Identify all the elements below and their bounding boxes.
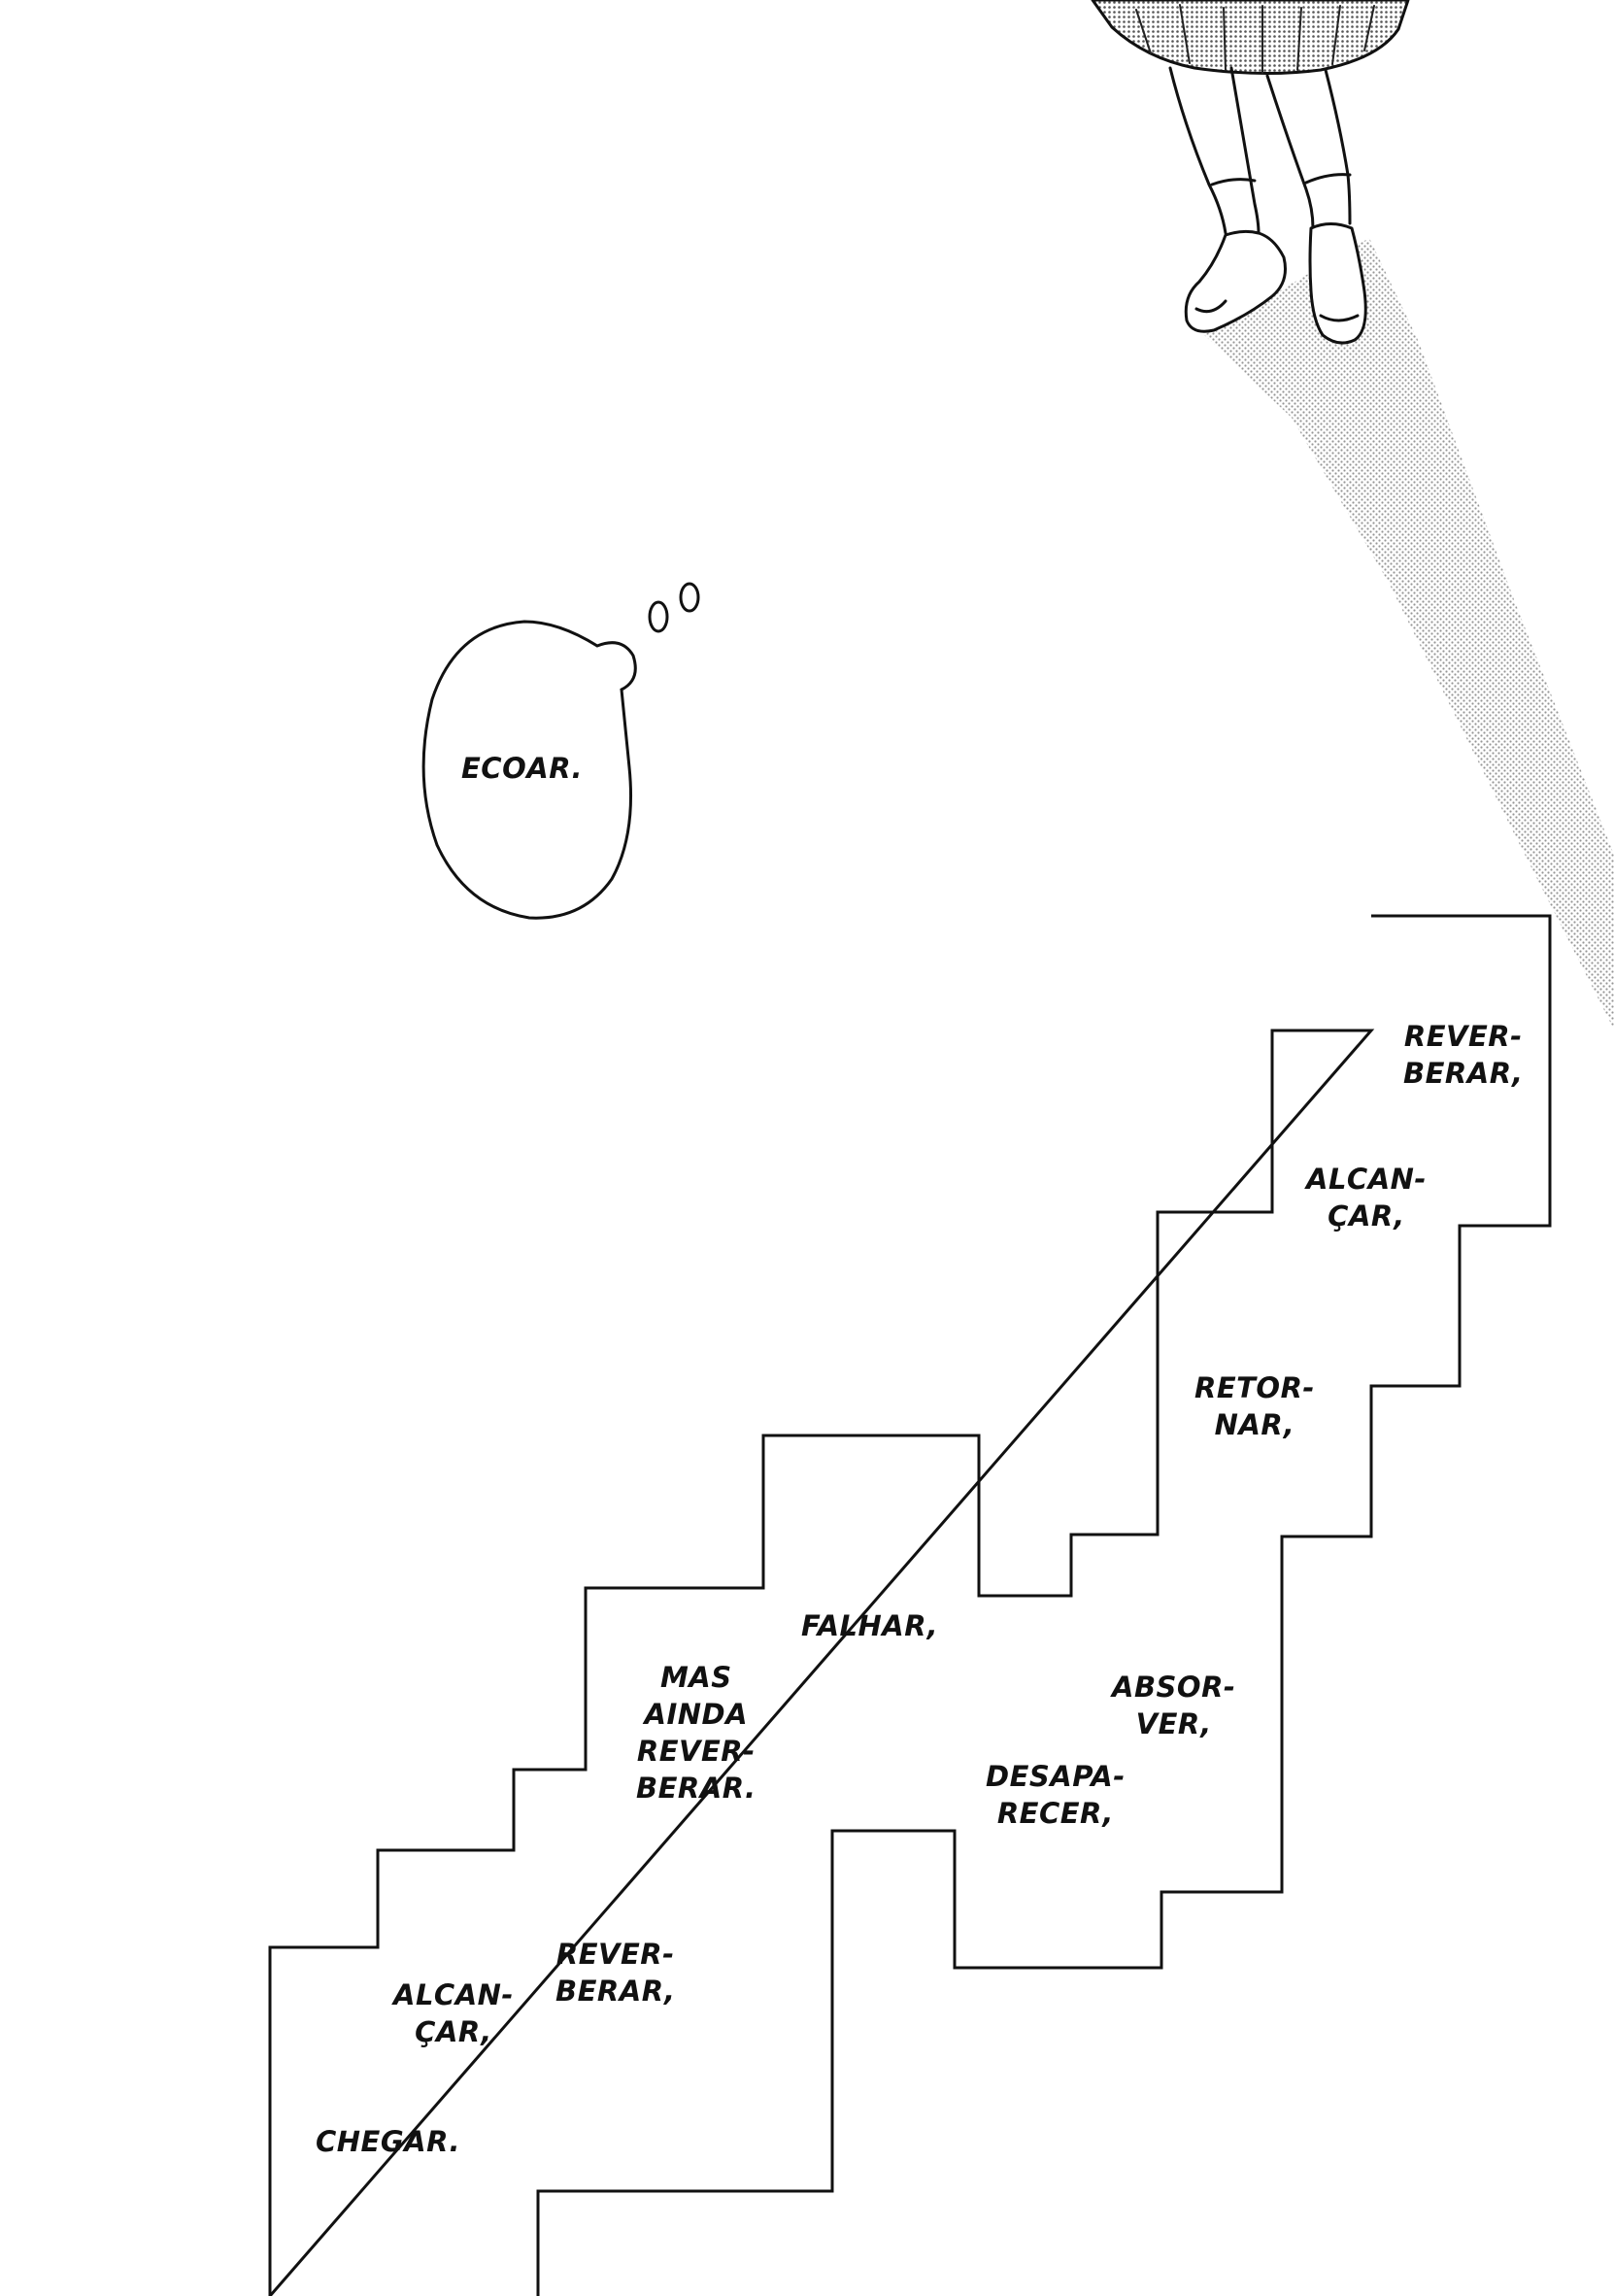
word-mas-ainda-reverberar: MAS AINDA REVER- BERAR. xyxy=(636,1659,757,1806)
word-line: BERAR, xyxy=(555,1975,676,2008)
word-reverberar-top: REVER- BERAR, xyxy=(1403,1018,1524,1092)
word-alcancar-top: ALCAN- ÇAR, xyxy=(1306,1161,1427,1234)
word-line: REVER- xyxy=(1403,1020,1523,1053)
word-reverberar-bottom: REVER- BERAR, xyxy=(555,1936,676,2009)
word-line: RETOR- xyxy=(1194,1371,1315,1404)
word-line: CHEGAR. xyxy=(316,2125,460,2158)
word-line: AINDA xyxy=(644,1698,749,1731)
word-falhar: FALHAR, xyxy=(801,1607,938,1644)
word-chegar: CHEGAR. xyxy=(316,2123,460,2160)
thought-bubble xyxy=(421,582,700,920)
cast-shadow xyxy=(1204,238,1614,1030)
word-line: BERAR, xyxy=(1403,1057,1524,1090)
word-line: FALHAR, xyxy=(801,1609,939,1642)
staircase-outline xyxy=(268,914,1552,2296)
schoolgirl-figure xyxy=(1091,0,1410,345)
word-line: RECER, xyxy=(996,1797,1114,1830)
word-alcancar-bottom: ALCAN- ÇAR, xyxy=(393,1976,514,2050)
word-line: NAR, xyxy=(1214,1408,1295,1441)
word-line: ÇAR, xyxy=(1328,1199,1405,1232)
word-desaparecer: DESAPA- RECER, xyxy=(986,1758,1126,1832)
word-line: REVER- xyxy=(636,1735,756,1768)
thought-text: ECOAR. xyxy=(461,752,584,785)
word-line: MAS xyxy=(659,1661,732,1694)
word-line: DESAPA- xyxy=(986,1760,1126,1793)
thought-dot-smaller xyxy=(679,582,700,613)
word-absorver: ABSOR- VER, xyxy=(1112,1669,1235,1742)
word-line: ÇAR, xyxy=(415,2015,492,2048)
word-line: BERAR. xyxy=(636,1772,757,1805)
word-line: REVER- xyxy=(555,1938,675,1971)
word-line: ALCAN- xyxy=(1306,1163,1427,1196)
word-line: VER, xyxy=(1135,1707,1212,1740)
word-line: ALCAN- xyxy=(393,1978,514,2011)
thought-dot-small xyxy=(648,600,669,633)
word-line: ABSOR- xyxy=(1112,1671,1236,1704)
word-retornar: RETOR- NAR, xyxy=(1194,1369,1315,1443)
